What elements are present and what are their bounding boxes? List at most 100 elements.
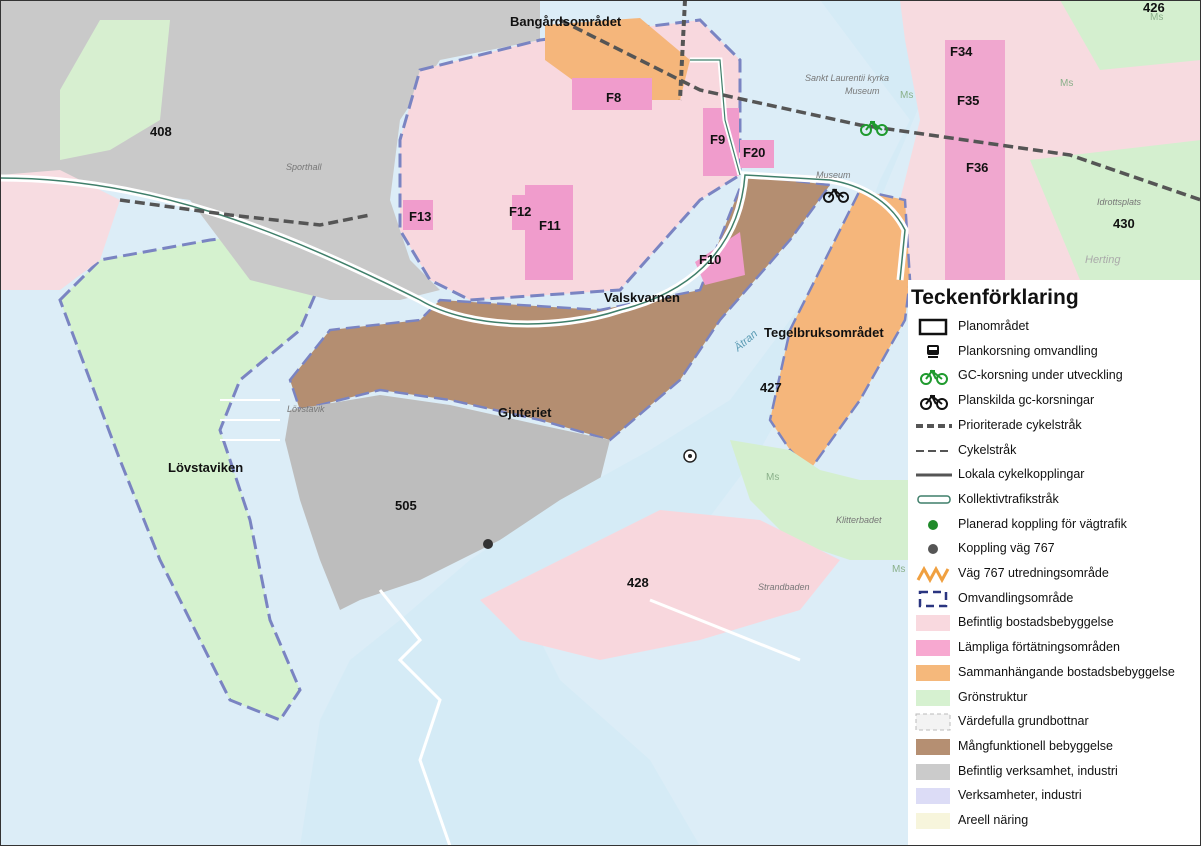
label-lovstaviken: Lövstaviken	[168, 460, 244, 475]
atran-river	[300, 0, 930, 846]
label-strandbaden: Strandbaden	[758, 582, 810, 592]
legend-label: Areell näring	[958, 813, 1029, 827]
legend-label: Sammanhängande bostadsbebyggelse	[958, 664, 1175, 679]
legend-item: Värdefulla grundbottnar	[908, 711, 1201, 733]
label-f35: F35	[957, 93, 980, 108]
bicycle-green-icon[interactable]	[860, 118, 888, 136]
label-herting: Herting	[1085, 254, 1121, 266]
label-f20: F20	[743, 145, 766, 160]
legend-swatch	[914, 614, 954, 632]
label-ms-2: Ms	[1060, 78, 1074, 89]
legend-item: Cykelstråk	[908, 440, 1201, 462]
residential-area-428	[480, 510, 840, 660]
legend-title: Teckenförklaring	[911, 286, 1079, 309]
legend-item: Lämpliga förtätningsområden	[908, 637, 1201, 659]
solid-line	[914, 466, 954, 484]
label-f9: F9	[710, 132, 726, 147]
label-430: 430	[1113, 216, 1135, 231]
legend-label: Planskilda gc-korsningar	[958, 393, 1095, 408]
double-line	[914, 491, 954, 509]
legend-label: Verksamheter, industri	[958, 788, 1082, 803]
legend-item: Befintlig bostadsbebyggelse	[908, 612, 1201, 634]
label-museum-2: Museum	[816, 170, 851, 180]
legend-item: Plankorsning omvandling	[908, 341, 1201, 363]
legend-label: GC-korsning under utveckling	[958, 368, 1123, 383]
label-f10: F10	[699, 252, 722, 267]
legend-swatch	[914, 664, 954, 682]
label-church: Sankt Laurentii kyrka	[805, 73, 890, 83]
legend-swatch	[914, 689, 954, 707]
label-408: 408	[150, 124, 172, 139]
legend-label: Mångfunktionell bebyggelse	[958, 738, 1113, 753]
label-f13: F13	[409, 209, 432, 224]
legend-item: Befintlig verksamhet, industri	[908, 761, 1201, 783]
label-ms-5: Ms	[892, 564, 906, 575]
legend-label: Prioriterade cykelstråk	[958, 417, 1082, 432]
label-tegelbruksomradet: Tegelbruksområdet	[764, 325, 884, 340]
thick-dashed-line	[914, 417, 954, 435]
label-ms-3: Ms	[900, 90, 914, 101]
label-idrottsplats: Idrottsplats	[1097, 197, 1142, 207]
industrial-area-505	[285, 395, 610, 610]
legend-swatch	[914, 812, 954, 830]
legend-label: Plankorsning omvandling	[958, 343, 1098, 358]
legend-item: Grönstruktur	[908, 687, 1201, 709]
label-f8: F8	[606, 90, 622, 105]
legend-item: GC-korsning under utveckling	[908, 365, 1201, 387]
legend-swatch	[914, 763, 954, 781]
green-dot	[914, 516, 954, 534]
bicycle-green-icon	[914, 367, 954, 386]
plan-area-outline	[914, 318, 954, 336]
legend-label: Väg 767 utredningsområde	[958, 566, 1109, 580]
legend-item: Koppling väg 767	[908, 538, 1201, 560]
label-gjuteriet: Gjuteriet	[498, 405, 552, 420]
legend-label: Koppling väg 767	[958, 541, 1055, 556]
label-f11: F11	[539, 218, 561, 233]
legend-label: Kollektivtrafikstråk	[958, 491, 1059, 506]
legend-item: Planområdet	[908, 316, 1201, 338]
legend-swatch	[914, 639, 954, 657]
label-f36: F36	[966, 160, 989, 175]
legend-label: Planerad koppling för vägtrafik	[958, 516, 1127, 531]
legend-swatch	[914, 787, 954, 805]
densification-f34-f36	[945, 40, 1005, 280]
dashed-line	[914, 442, 954, 460]
legend-item: Sammanhängande bostadsbebyggelse	[908, 662, 1201, 684]
bicycle-black-icon[interactable]	[823, 186, 849, 203]
legend-swatch	[914, 713, 954, 731]
legend-item: Planskilda gc-korsningar	[908, 390, 1201, 412]
label-klitterbadet: Klitterbadet	[836, 515, 882, 525]
label-f12: F12	[509, 204, 532, 219]
label-ms-4: Ms	[766, 472, 780, 483]
label-505: 505	[395, 498, 417, 513]
label-lovstavik: Lövstavik	[287, 404, 325, 414]
label-428: 428	[627, 575, 649, 590]
legend-label: Lämpliga förtätningsområden	[958, 640, 1120, 655]
legend-item: Planerad koppling för vägtrafik	[908, 514, 1201, 536]
label-ms-1: Ms	[1150, 12, 1164, 23]
blue-dashed-box	[914, 590, 954, 608]
label-museum-1: Museum	[845, 86, 880, 96]
label-valskvarnen: Valskvarnen	[604, 290, 680, 305]
train-crossing-icon	[914, 343, 954, 361]
label-bangardsomradet: Bangårdsområdet	[510, 14, 622, 29]
legend-label: Befintlig bostadsbebyggelse	[958, 615, 1114, 630]
legend-label: Grönstruktur	[958, 689, 1028, 704]
label-f34: F34	[950, 44, 973, 59]
legend-item: Mångfunktionell bebyggelse	[908, 736, 1201, 758]
label-427: 427	[760, 380, 782, 395]
legend-label: Värdefulla grundbottnar	[958, 714, 1089, 729]
orange-zigzag	[914, 565, 954, 584]
legend-label: Lokala cykelkopplingar	[958, 467, 1085, 482]
legend-item: Kollektivtrafikstråk	[908, 489, 1201, 511]
gray-dot	[914, 540, 954, 558]
legend-label: Planområdet	[958, 319, 1029, 333]
legend-item: Prioriterade cykelstråk	[908, 415, 1201, 437]
label-426: 426	[1143, 0, 1165, 15]
legend-item: Lokala cykelkopplingar	[908, 464, 1201, 486]
legend-item: Omvandlingsområde	[908, 588, 1201, 610]
legend-label: Befintlig verksamhet, industri	[958, 763, 1118, 778]
label-sporthall: Sporthall	[286, 162, 322, 172]
